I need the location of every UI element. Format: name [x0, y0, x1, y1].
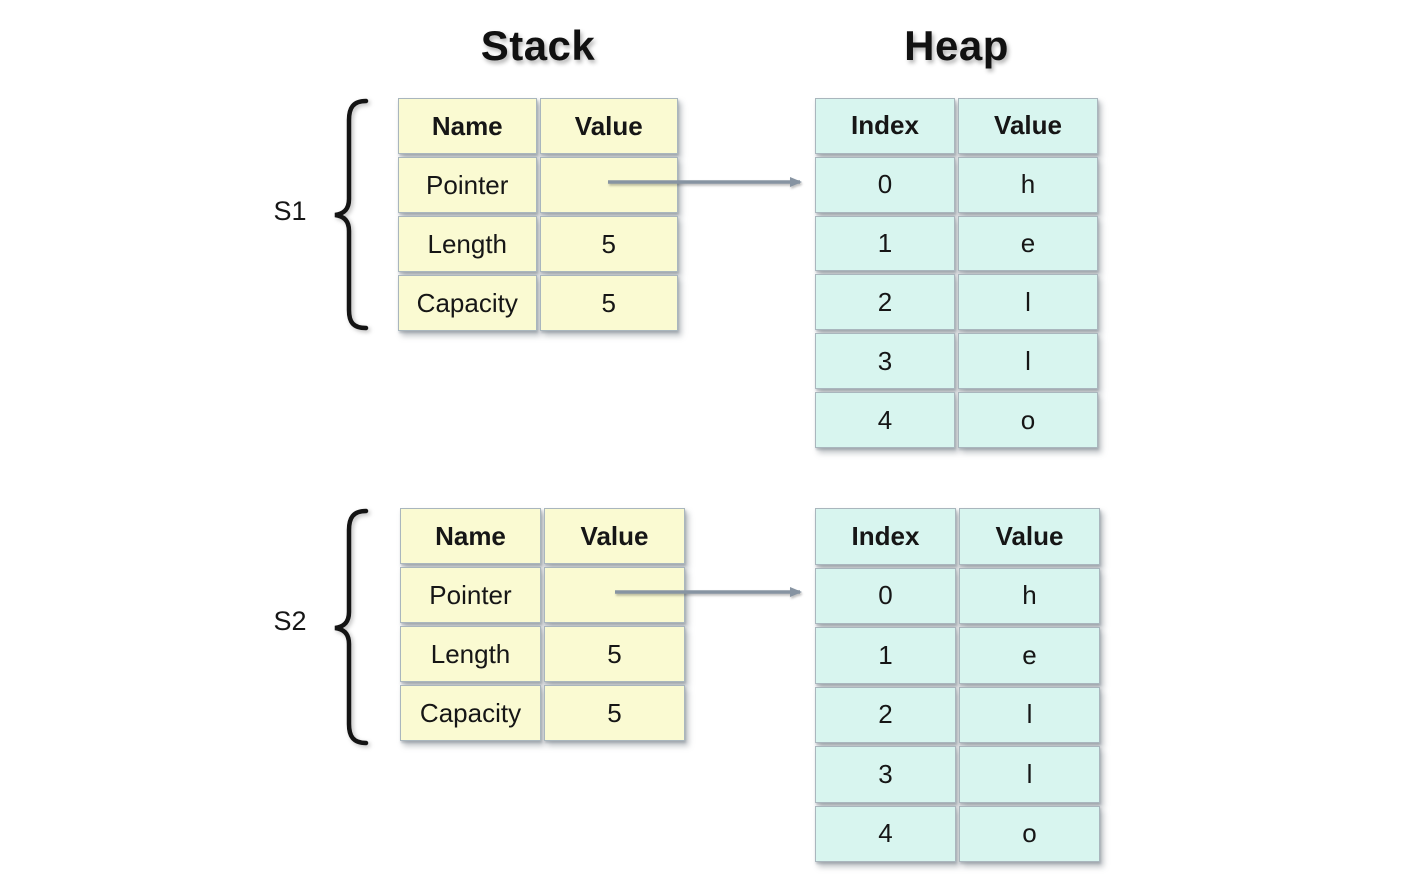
- heap-table-2: Index Value 0 h 1 e 2 l 3 l 4 o: [815, 508, 1100, 862]
- heap2-value-2: l: [959, 686, 1100, 743]
- stack-s2-length-value: 5: [544, 626, 685, 682]
- heap-table-1: Index Value 0 h 1 e 2 l 3 l 4 o: [815, 98, 1098, 448]
- stack-s1-pointer-value: [539, 157, 678, 213]
- heap2-header-value: Value: [959, 508, 1100, 565]
- heap1-index-1: 1: [815, 215, 955, 272]
- stack-s1-length-name: Length: [398, 216, 537, 272]
- stack-table-s1: Name Value Pointer Length 5 Capacity 5: [398, 98, 678, 331]
- heap2-index-3: 3: [815, 746, 956, 803]
- stack-s2-header-name: Name: [400, 508, 541, 564]
- heap2-index-2: 2: [815, 686, 956, 743]
- heap2-index-0: 0: [815, 567, 956, 624]
- heap1-header-value: Value: [958, 98, 1098, 154]
- stack-s2-pointer-name: Pointer: [400, 567, 541, 623]
- stack-s2-capacity-name: Capacity: [400, 685, 541, 741]
- heap2-header-index: Index: [815, 508, 956, 565]
- stack-title: Stack: [480, 22, 596, 69]
- stack-s2-header-value: Value: [544, 508, 685, 564]
- heap1-index-2: 2: [815, 274, 955, 331]
- brace-s1: [334, 98, 369, 331]
- heap1-index-3: 3: [815, 333, 955, 390]
- stack-s1-length-value: 5: [539, 216, 678, 272]
- stack-s2-capacity-value: 5: [544, 685, 685, 741]
- stack-s1-capacity-value: 5: [539, 275, 678, 331]
- group-label-s1: S1: [273, 196, 307, 226]
- group-label-s2: S2: [273, 606, 307, 636]
- heap1-index-0: 0: [815, 156, 955, 213]
- heap1-header-index: Index: [815, 98, 955, 154]
- stack-table-s2: Name Value Pointer Length 5 Capacity 5: [400, 508, 685, 741]
- heap2-index-4: 4: [815, 805, 956, 862]
- stack-s2-pointer-value: [544, 567, 685, 623]
- heap1-value-3: l: [958, 333, 1098, 390]
- stack-s1-header-value: Value: [539, 98, 678, 154]
- heap2-value-4: o: [959, 805, 1100, 862]
- stack-s1-header-name: Name: [398, 98, 537, 154]
- heap2-value-0: h: [959, 567, 1100, 624]
- heap1-value-1: e: [958, 215, 1098, 272]
- stack-s2-length-name: Length: [400, 626, 541, 682]
- heap2-value-1: e: [959, 627, 1100, 684]
- heap1-value-2: l: [958, 274, 1098, 331]
- heap2-index-1: 1: [815, 627, 956, 684]
- stack-s1-pointer-name: Pointer: [398, 157, 537, 213]
- heap1-value-0: h: [958, 156, 1098, 213]
- heap1-index-4: 4: [815, 392, 955, 448]
- heap1-value-4: o: [958, 392, 1098, 448]
- stack-s1-capacity-name: Capacity: [398, 275, 537, 331]
- heap2-value-3: l: [959, 746, 1100, 803]
- heap-title: Heap: [904, 22, 1009, 69]
- brace-s2: [334, 508, 369, 746]
